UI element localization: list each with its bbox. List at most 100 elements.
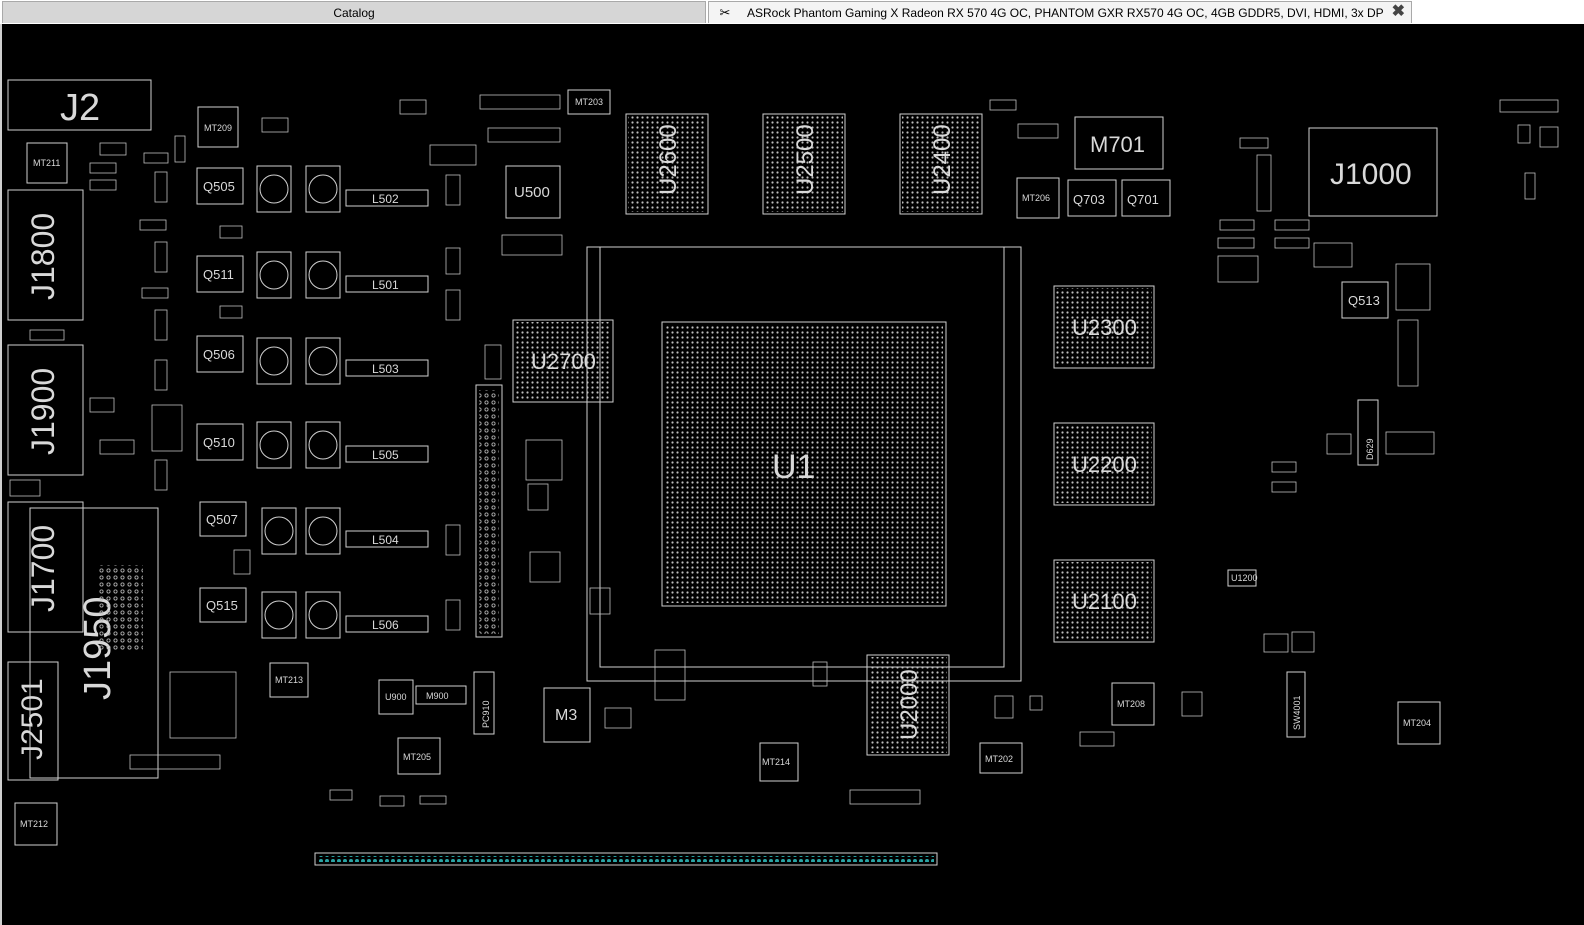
svg-text:J2501: J2501: [16, 678, 49, 760]
mosfet-q703[interactable]: Q703: [1067, 179, 1117, 217]
inductor-l501[interactable]: L501: [345, 275, 429, 293]
memory-u2600[interactable]: U2600: [625, 113, 709, 215]
mount-mt205[interactable]: MT205: [397, 737, 441, 775]
tab-board[interactable]: ✂ ASRock Phantom Gaming X Radeon RX 570 …: [708, 1, 1412, 23]
cap-pc910[interactable]: PC910: [473, 671, 495, 735]
svg-text:MT209: MT209: [204, 123, 232, 133]
inductor-l502[interactable]: L502: [345, 189, 429, 207]
svg-text:Q506: Q506: [203, 347, 235, 362]
svg-text:J1000: J1000: [1330, 158, 1412, 191]
inductor-l505[interactable]: L505: [345, 445, 429, 463]
svg-text:U2700: U2700: [531, 349, 596, 374]
svg-text:MT204: MT204: [1403, 718, 1431, 728]
memory-u2400[interactable]: U2400: [899, 113, 983, 215]
mount-mt202[interactable]: MT202: [979, 742, 1023, 774]
svg-text:L506: L506: [372, 618, 399, 632]
tab-catalog[interactable]: Catalog: [2, 1, 706, 23]
svg-text:MT211: MT211: [33, 158, 60, 168]
diode-d629[interactable]: D629: [1357, 399, 1379, 466]
memory-u2500[interactable]: U2500: [762, 113, 846, 215]
svg-text:MT205: MT205: [403, 752, 431, 762]
svg-text:Q703: Q703: [1073, 192, 1105, 207]
mount-mt213[interactable]: MT213: [269, 662, 309, 698]
svg-text:U2200: U2200: [1072, 452, 1137, 477]
connector-j1950[interactable]: J1950: [29, 507, 159, 779]
mosfet-q510[interactable]: Q510: [196, 423, 244, 461]
mount-mt212[interactable]: MT212: [14, 802, 58, 846]
svg-text:MT208: MT208: [1117, 699, 1145, 709]
svg-text:SW4001: SW4001: [1292, 695, 1302, 730]
connector-j2[interactable]: J2: [7, 79, 152, 131]
connector-j1000[interactable]: J1000: [1308, 127, 1438, 217]
memory-u2300[interactable]: U2300: [1053, 285, 1155, 369]
svg-text:Q513: Q513: [1348, 293, 1380, 308]
svg-text:L504: L504: [372, 533, 399, 547]
memory-u2700[interactable]: U2700: [512, 319, 614, 403]
switch-sw4001[interactable]: SW4001: [1286, 671, 1306, 738]
chip-u900[interactable]: U900: [378, 679, 414, 715]
memory-u2100[interactable]: U2100: [1053, 559, 1155, 643]
mosfet-q513[interactable]: Q513: [1341, 281, 1389, 319]
mount-mt206[interactable]: MT206: [1016, 177, 1060, 219]
svg-text:U2600: U2600: [655, 124, 682, 195]
svg-text:J2: J2: [60, 87, 100, 129]
svg-text:L502: L502: [372, 192, 399, 206]
pin-icon[interactable]: ✂: [719, 5, 731, 20]
svg-text:U900: U900: [385, 692, 407, 702]
svg-text:L501: L501: [372, 278, 399, 292]
passive-components: [9, 94, 1559, 807]
svg-text:U1200: U1200: [1231, 573, 1258, 583]
svg-text:M900: M900: [426, 691, 449, 701]
svg-text:J1900: J1900: [25, 368, 61, 455]
inductor-l504[interactable]: L504: [345, 530, 429, 548]
svg-text:M701: M701: [1090, 132, 1145, 157]
mount-mt203[interactable]: MT203: [567, 89, 611, 115]
module-m3[interactable]: M3: [543, 687, 591, 743]
connector-j2501[interactable]: J2501: [7, 661, 59, 781]
module-m701[interactable]: M701: [1074, 116, 1164, 170]
connector-j1800[interactable]: J1800: [7, 189, 84, 321]
svg-text:MT203: MT203: [575, 97, 603, 107]
pcie-connector[interactable]: [314, 852, 938, 866]
memory-u2000[interactable]: U2000: [866, 654, 950, 756]
mosfet-q515[interactable]: Q515: [199, 587, 247, 623]
svg-text:MT213: MT213: [275, 675, 303, 685]
connector-j1900[interactable]: J1900: [7, 344, 84, 476]
mosfet-q511[interactable]: Q511: [196, 255, 244, 293]
close-icon[interactable]: ✖: [1391, 3, 1405, 20]
mount-mt211[interactable]: MT211: [26, 142, 68, 184]
svg-text:U1: U1: [772, 448, 815, 486]
svg-text:J1700: J1700: [25, 525, 61, 612]
svg-text:U2500: U2500: [792, 124, 819, 195]
mount-mt209[interactable]: MT209: [197, 106, 239, 148]
mosfet-q505[interactable]: Q505: [196, 167, 244, 205]
inductor-l506[interactable]: L506: [345, 615, 429, 633]
svg-text:U2300: U2300: [1072, 315, 1137, 340]
svg-text:MT212: MT212: [20, 819, 48, 829]
svg-text:MT214: MT214: [762, 757, 790, 767]
mount-mt214[interactable]: MT214: [759, 742, 799, 782]
svg-text:MT206: MT206: [1022, 193, 1050, 203]
gpu-u1[interactable]: U1: [586, 246, 1022, 682]
module-m900[interactable]: M900: [415, 685, 467, 705]
connector-j1700[interactable]: J1700: [7, 501, 84, 633]
mosfet-q507[interactable]: Q507: [199, 501, 247, 537]
svg-text:D629: D629: [1365, 438, 1375, 460]
memory-u2200[interactable]: U2200: [1053, 422, 1155, 506]
svg-text:U2000: U2000: [896, 669, 923, 740]
svg-text:Q515: Q515: [206, 598, 238, 613]
mount-mt208[interactable]: MT208: [1111, 682, 1155, 726]
svg-text:U500: U500: [514, 184, 550, 201]
chip-u500[interactable]: U500: [505, 165, 561, 219]
tab-catalog-label: Catalog: [333, 6, 375, 20]
mosfet-column: [256, 165, 341, 639]
mosfet-q701[interactable]: Q701: [1121, 179, 1171, 217]
svg-text:Q510: Q510: [203, 435, 235, 450]
inductor-l503[interactable]: L503: [345, 359, 429, 377]
tab-board-label: ASRock Phantom Gaming X Radeon RX 570 4G…: [747, 6, 1384, 20]
chip-u1200[interactable]: U1200: [1227, 569, 1258, 587]
svg-text:M3: M3: [555, 707, 577, 724]
mosfet-q506[interactable]: Q506: [196, 335, 244, 373]
mount-mt204[interactable]: MT204: [1397, 701, 1441, 745]
